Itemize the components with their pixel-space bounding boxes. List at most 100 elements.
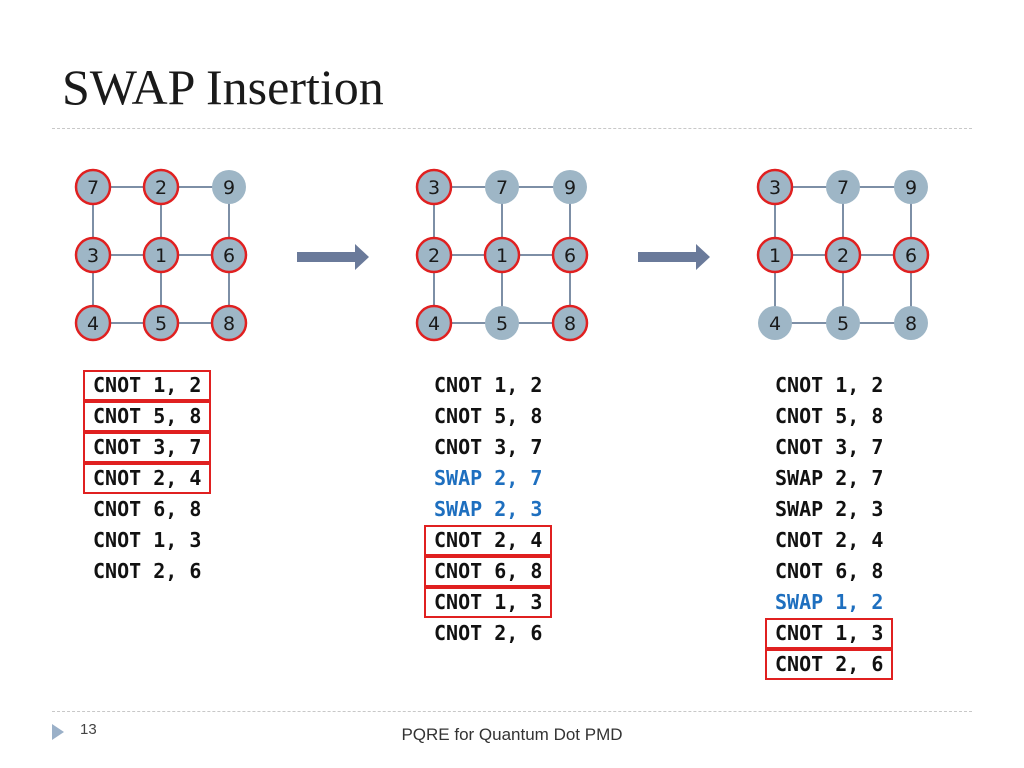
- qubit-label: 3: [428, 177, 440, 199]
- qubit-label: 2: [837, 245, 849, 267]
- qubit-grid-2: 3 7 9 2 1 6 4 5 8: [415, 168, 589, 342]
- qubit-circle-highlighted: [142, 304, 180, 342]
- qubit-node-1: 1: [756, 236, 794, 274]
- qubit-node-4: 4: [74, 304, 112, 342]
- qubit-circle-highlighted: [210, 236, 248, 274]
- qubit-label: 5: [496, 313, 508, 335]
- footer-divider: [52, 711, 972, 712]
- cnot-instruction: CNOT 3, 7: [775, 435, 884, 459]
- arrow-right-icon: [297, 244, 369, 270]
- qubit-circle: [553, 170, 587, 204]
- qubit-circle-highlighted: [824, 236, 862, 274]
- qubit-circle-highlighted: [415, 168, 453, 206]
- qubit-node-3: 3: [415, 168, 453, 206]
- title-divider: [52, 128, 972, 129]
- cnot-instruction: CNOT 6, 8: [424, 556, 553, 587]
- qubit-node-6: 6: [551, 236, 589, 274]
- qubit-label: 5: [155, 313, 167, 335]
- qubit-node-7: 7: [74, 168, 112, 206]
- qubit-node-2: 2: [142, 168, 180, 206]
- qubit-circle: [758, 306, 792, 340]
- qubit-node-5: 5: [142, 304, 180, 342]
- qubit-label: 9: [564, 177, 576, 199]
- qubit-node-3: 3: [74, 236, 112, 274]
- cnot-instruction: CNOT 1, 2: [775, 373, 884, 397]
- cnot-instruction: CNOT 3, 7: [434, 435, 543, 459]
- qubit-node-6: 6: [210, 236, 248, 274]
- qubit-node-4: 4: [758, 306, 792, 340]
- cnot-instruction: SWAP 2, 3: [775, 497, 884, 521]
- qubit-circle-highlighted: [142, 168, 180, 206]
- qubit-node-7: 7: [826, 170, 860, 204]
- cnot-instruction: CNOT 5, 8: [83, 401, 212, 432]
- bullet-triangle-icon: [52, 724, 64, 740]
- qubit-label: 7: [87, 177, 99, 199]
- qubit-node-1: 1: [483, 236, 521, 274]
- swap-instruction: SWAP 1, 2: [775, 590, 884, 614]
- qubit-label: 9: [223, 177, 235, 199]
- page-number: 13: [80, 721, 97, 738]
- qubit-label: 8: [564, 313, 576, 335]
- cnot-instruction: CNOT 2, 4: [83, 463, 212, 494]
- qubit-node-5: 5: [826, 306, 860, 340]
- qubit-label: 6: [564, 245, 576, 267]
- qubit-node-9: 9: [212, 170, 246, 204]
- qubit-circle-highlighted: [210, 304, 248, 342]
- qubit-node-3: 3: [756, 168, 794, 206]
- qubit-node-5: 5: [485, 306, 519, 340]
- qubit-circle: [826, 306, 860, 340]
- qubit-label: 4: [87, 313, 99, 335]
- cnot-instruction: SWAP 2, 7: [775, 466, 884, 490]
- qubit-circle-highlighted: [551, 236, 589, 274]
- qubit-node-6: 6: [892, 236, 930, 274]
- cnot-instruction: CNOT 2, 6: [434, 621, 543, 645]
- qubit-label: 9: [905, 177, 917, 199]
- qubit-circle: [485, 306, 519, 340]
- slide-title: SWAP Insertion: [62, 59, 384, 115]
- cnot-instruction: CNOT 1, 2: [83, 370, 212, 401]
- qubit-circle-highlighted: [74, 168, 112, 206]
- qubit-label: 3: [769, 177, 781, 199]
- qubit-node-9: 9: [553, 170, 587, 204]
- footer-title: PQRE for Quantum Dot PMD: [401, 725, 623, 744]
- qubit-circle-highlighted: [74, 304, 112, 342]
- qubit-label: 2: [428, 245, 440, 267]
- qubit-label: 7: [837, 177, 849, 199]
- qubit-circle-highlighted: [142, 236, 180, 274]
- qubit-label: 2: [155, 177, 167, 199]
- qubit-label: 1: [155, 245, 167, 267]
- qubit-circle-highlighted: [892, 236, 930, 274]
- cnot-instruction: CNOT 2, 6: [93, 559, 202, 583]
- qubit-circle: [894, 306, 928, 340]
- qubit-circle-highlighted: [74, 236, 112, 274]
- qubit-node-7: 7: [485, 170, 519, 204]
- qubit-label: 8: [905, 313, 917, 335]
- qubit-circle-highlighted: [756, 236, 794, 274]
- arrow-right-icon: [638, 244, 710, 270]
- cnot-instruction: CNOT 2, 4: [775, 528, 884, 552]
- qubit-label: 8: [223, 313, 235, 335]
- qubit-label: 7: [496, 177, 508, 199]
- qubit-circle-highlighted: [756, 168, 794, 206]
- qubit-label: 5: [837, 313, 849, 335]
- swap-instruction: SWAP 2, 7: [434, 466, 543, 490]
- qubit-label: 1: [496, 245, 508, 267]
- qubit-grid-1: 7 2 9 3 1 6 4 5 8: [74, 168, 248, 342]
- qubit-circle: [826, 170, 860, 204]
- qubit-grid-3: 3 7 9 1 2 6 4 5 8: [756, 168, 930, 340]
- qubit-label: 4: [428, 313, 440, 335]
- qubit-node-2: 2: [824, 236, 862, 274]
- swap-instruction: SWAP 2, 3: [434, 497, 543, 521]
- qubit-circle: [212, 170, 246, 204]
- qubit-circle-highlighted: [415, 304, 453, 342]
- cnot-instruction: CNOT 6, 8: [775, 559, 884, 583]
- cnot-instruction: CNOT 2, 6: [765, 649, 894, 680]
- qubit-circle-highlighted: [551, 304, 589, 342]
- cnot-instruction: CNOT 1, 3: [93, 528, 202, 552]
- cnot-instruction: CNOT 6, 8: [93, 497, 202, 521]
- qubit-circle-highlighted: [483, 236, 521, 274]
- qubit-node-1: 1: [142, 236, 180, 274]
